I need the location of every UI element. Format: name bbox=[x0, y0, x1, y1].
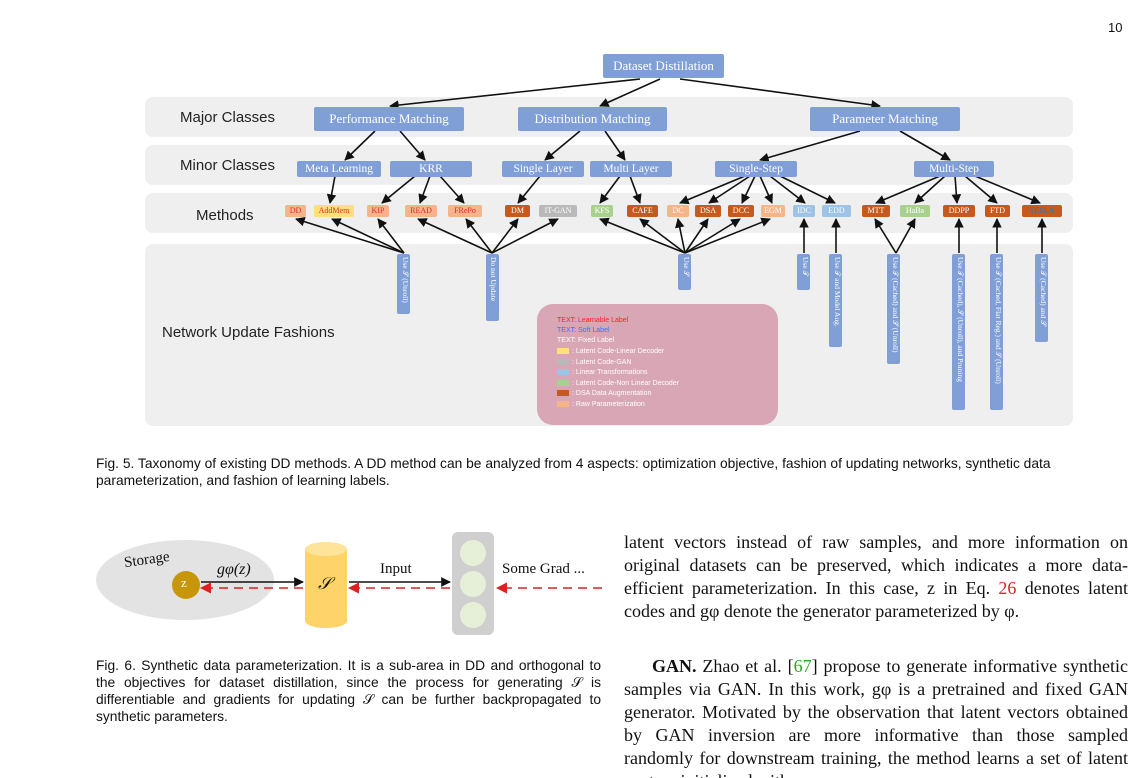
minor-multi-step: Multi-Step bbox=[914, 161, 994, 177]
z-label: z bbox=[181, 575, 187, 590]
method-dd: DD bbox=[285, 205, 306, 217]
legend-latent-gan: : Latent Code-GAN bbox=[557, 359, 632, 366]
root-node: Dataset Distillation bbox=[603, 54, 724, 78]
method-dcc: DCC bbox=[728, 205, 754, 217]
legend-raw-param: : Raw Parameterization bbox=[557, 401, 645, 408]
fig6-caption: Fig. 6. Synthetic data parameterization.… bbox=[96, 658, 601, 724]
page-number: 10 bbox=[1108, 20, 1123, 35]
method-ftd: FTD bbox=[985, 205, 1010, 217]
major-distribution-matching: Distribution Matching bbox=[518, 107, 667, 131]
update-use-s-unroll: Use 𝒮 (Unroll) bbox=[397, 254, 410, 314]
input-label: Input bbox=[380, 561, 412, 577]
update-cached-t-and-s: Use 𝒯 (Cached) and 𝒮 bbox=[1035, 254, 1048, 342]
latent-z-circle bbox=[172, 571, 200, 599]
legend-linear-transform: : Linear Transformations bbox=[557, 369, 647, 376]
method-frepo: FRePo bbox=[448, 205, 482, 217]
major-parameter-matching: Parameter Matching bbox=[810, 107, 960, 131]
update-use-s: Use 𝒮 bbox=[678, 254, 691, 290]
minor-single-step: Single-Step bbox=[715, 161, 797, 177]
method-haba: HaBa bbox=[900, 205, 930, 217]
update-use-t: Use 𝒯 bbox=[797, 254, 810, 290]
method-edd: EDD bbox=[822, 205, 851, 217]
major-performance-matching: Performance Matching bbox=[314, 107, 464, 131]
method-dm: DM bbox=[505, 205, 530, 217]
minor-multi-layer: Multi Layer bbox=[590, 161, 672, 177]
method-it-gan: IT-GAN bbox=[539, 205, 577, 217]
fig5-caption: Fig. 5. Taxonomy of existing DD methods.… bbox=[96, 456, 1051, 488]
legend: TEXT: Learnable Label TEXT: Soft Label T… bbox=[537, 304, 778, 425]
methods-label: Methods bbox=[196, 207, 254, 224]
method-egm: EGM bbox=[761, 205, 785, 217]
minor-meta-learning: Meta Learning bbox=[297, 161, 381, 177]
paragraph-1: latent vectors instead of raw samples, a… bbox=[624, 532, 1128, 621]
legend-dsa-aug: : DSA Data Augmentation bbox=[557, 390, 651, 397]
method-dc: DC bbox=[667, 205, 689, 217]
method-kip: KIP bbox=[367, 205, 389, 217]
generator-label: gφ(z) bbox=[217, 561, 251, 578]
update-do-not-update: Do not Update bbox=[486, 254, 499, 321]
minor-krr: KRR bbox=[390, 161, 472, 177]
method-ddpp: DDPP bbox=[943, 205, 975, 217]
legend-latent-linear: : Latent Code-Linear Decoder bbox=[557, 348, 664, 355]
update-use-t-model-aug: Use 𝒯 and Model Aug. bbox=[829, 254, 842, 347]
update-cached-pruning: Use 𝒯 (Cached), 𝒮 (Unroll), and Pruning bbox=[952, 254, 965, 410]
update-cached-flat-reg: Use 𝒯 (Cached, Flat Reg.) and 𝒮 (Unroll) bbox=[990, 254, 1003, 410]
method-kfs: KFS bbox=[591, 205, 613, 217]
major-classes-label: Major Classes bbox=[180, 109, 276, 126]
network-update-label: Network Update Fashions bbox=[162, 324, 335, 341]
method-addmem: AddMem bbox=[314, 205, 354, 217]
method-tesla: TESLA bbox=[1022, 205, 1062, 217]
legend-soft-label: TEXT: Soft Label bbox=[557, 327, 610, 334]
method-cafe: CAFE bbox=[627, 205, 658, 217]
paragraph-2: GAN. Zhao et al. [67] propose to generat… bbox=[624, 656, 1128, 778]
minor-single-layer: Single Layer bbox=[502, 161, 584, 177]
update-cached-t-unroll-s: Use 𝒯 (Cached) and 𝒮 (Unroll) bbox=[887, 254, 900, 364]
method-idc: IDC bbox=[793, 205, 815, 217]
minor-classes-label: Minor Classes bbox=[180, 157, 276, 174]
synthetic-set-label: 𝒮 bbox=[318, 574, 332, 593]
legend-fixed-label: TEXT: Fixed Label bbox=[557, 337, 615, 344]
method-mtt: MTT bbox=[862, 205, 890, 217]
method-read: READ bbox=[405, 205, 437, 217]
some-grad-label: Some Grad ... bbox=[502, 561, 585, 577]
method-dsa: DSA bbox=[695, 205, 721, 217]
legend-latent-nonlinear: : Latent Code-Non Linear Decoder bbox=[557, 380, 679, 387]
legend-learnable-label: TEXT: Learnable Label bbox=[557, 317, 629, 324]
